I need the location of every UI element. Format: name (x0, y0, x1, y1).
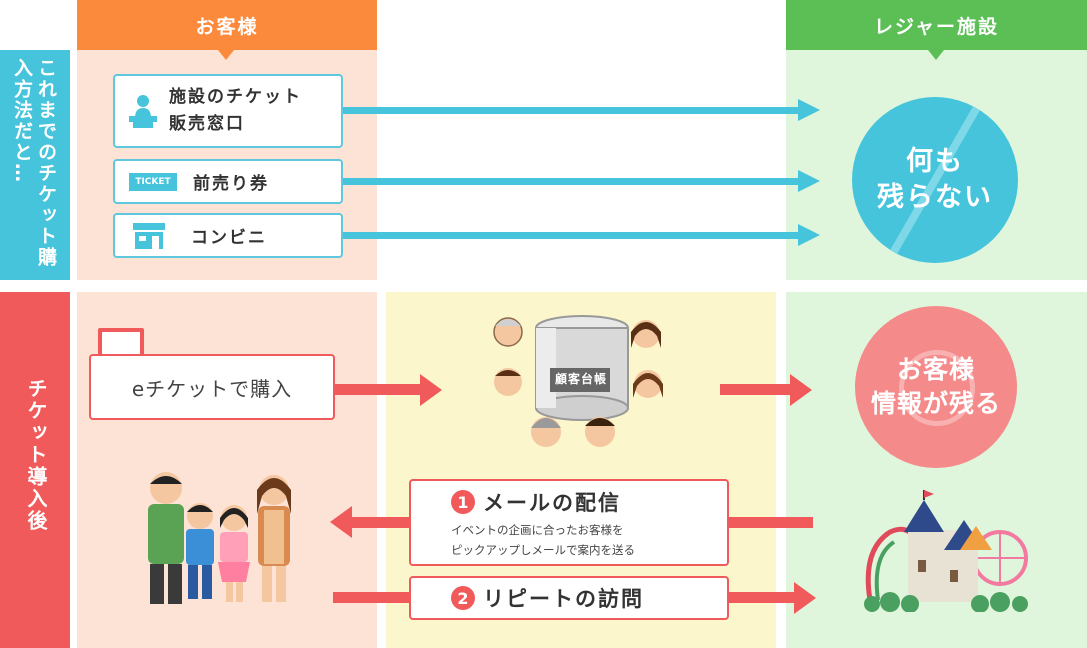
info-left-circle: お客様 情報が残る (855, 306, 1017, 468)
customer-header-label: お客様 (195, 15, 259, 38)
customer-header-pointer (218, 50, 234, 60)
mail-box: 1 メールの配信 イベントの企画に合ったお客様を ピックアップしメールで案内を送… (409, 479, 729, 566)
eticket-box: eチケットで購入 (89, 354, 335, 420)
mail-description: イベントの企画に合ったお客様を ピックアップしメールで案内を送る (451, 523, 635, 557)
side-label-before: これまでのチケット購入方法だと… (11, 58, 57, 268)
nothing-left-label: 何も 残らない (877, 146, 993, 213)
arrow-convenience-line (343, 232, 799, 239)
side-label-before-bg (0, 50, 70, 280)
mail-title: メールの配信 (483, 491, 621, 515)
repeat-number-badge: 2 (451, 586, 475, 610)
leisure-header-label: レジャー施設 (873, 15, 1000, 38)
arrow-ledger-head (790, 374, 812, 406)
family-illustration (148, 472, 291, 604)
side-label-after: チケット導入後 (24, 378, 48, 532)
customer-ledger-illustration (493, 315, 663, 447)
leisure-header-pointer (928, 50, 944, 60)
method-advance-label: 前売り券 (193, 174, 269, 194)
arrow-repeat-line-left (333, 592, 409, 603)
info-left-label: お客様 情報が残る (870, 355, 1001, 418)
arrow-mail-head (330, 506, 352, 538)
ledger-label: 顧客台帳 (554, 372, 607, 386)
arrow-ledger-line (720, 384, 792, 395)
arrow-convenience-head (798, 224, 820, 246)
arrow-mail-line-right (729, 517, 813, 528)
info-ring (899, 350, 975, 426)
arrow-repeat-line-right (729, 592, 795, 603)
arrow-mail-line-left (350, 517, 409, 528)
ticket-icon: TICKET (129, 172, 177, 191)
method-counter-box: 施設のチケット 販売窓口 (113, 74, 343, 148)
mail-title-row: 1 メールの配信 (451, 487, 727, 517)
arrow-counter-line (343, 107, 799, 114)
arrow-advance-head (798, 170, 820, 192)
amusement-park-illustration (864, 490, 1028, 612)
arrow-eticket-line (335, 384, 425, 395)
method-convenience-label: コンビニ (191, 228, 267, 248)
customer-header: お客様 (77, 0, 377, 50)
arrow-repeat-head (794, 582, 816, 614)
eticket-label: eチケットで購入 (131, 376, 293, 401)
repeat-title: リピートの訪問 (483, 587, 644, 611)
nothing-left-circle: 何も 残らない (852, 97, 1018, 263)
method-advance-box: TICKET 前売り券 (113, 159, 343, 204)
mail-number-badge: 1 (451, 490, 475, 514)
arrow-counter-head (798, 99, 820, 121)
side-label-after-bg (0, 292, 70, 648)
method-counter-label: 施設のチケット 販売窓口 (169, 87, 302, 134)
convenience-store-icon (133, 222, 165, 249)
arrow-eticket-head (420, 374, 442, 406)
person-counter-icon (129, 95, 157, 128)
method-convenience-box: コンビニ (113, 213, 343, 258)
repeat-box: 2 リピートの訪問 (409, 576, 729, 620)
arrow-advance-line (343, 178, 799, 185)
ticket-icon-text: TICKET (135, 176, 171, 187)
leisure-header: レジャー施設 (786, 0, 1087, 50)
